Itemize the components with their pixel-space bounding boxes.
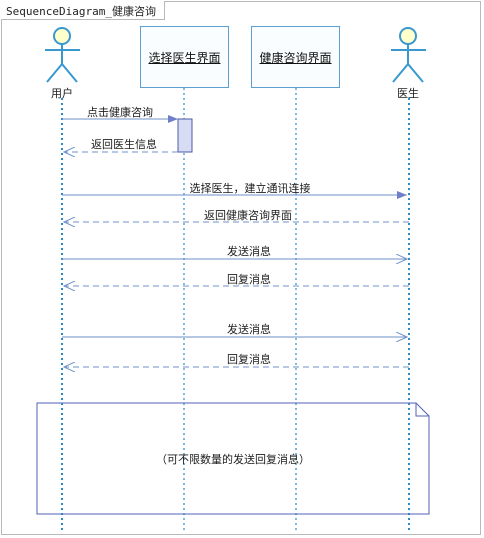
note-shape bbox=[36, 402, 430, 515]
message-label-2: 返回医生信息 bbox=[91, 138, 157, 151]
message-label-1: 点击健康咨询 bbox=[87, 106, 153, 119]
frame-title-tab: SequenceDiagram_健康咨询 bbox=[1, 1, 165, 20]
message-label-3: 选择医生，建立通讯连接 bbox=[189, 182, 311, 195]
participant-select-doctor-label: 选择医生界面 bbox=[148, 50, 221, 65]
message-label-8: 回复消息 bbox=[227, 353, 271, 366]
frame-title: SequenceDiagram_健康咨询 bbox=[6, 5, 156, 18]
participant-health-consult-label: 健康咨询界面 bbox=[259, 50, 332, 65]
participant-select-doctor: 选择医生界面 bbox=[140, 26, 229, 88]
note-text: （可不限数量的发送回复消息） bbox=[156, 453, 310, 466]
user-actor-label: 用户 bbox=[51, 87, 73, 100]
doctor-actor-icon bbox=[391, 27, 426, 83]
message-label-5: 发送消息 bbox=[227, 245, 271, 258]
message-label-4: 返回健康咨询界面 bbox=[204, 209, 292, 222]
activation-bar bbox=[177, 118, 193, 153]
doctor-actor-label: 医生 bbox=[397, 87, 419, 100]
participant-health-consult: 健康咨询界面 bbox=[251, 26, 340, 88]
message-label-7: 发送消息 bbox=[227, 323, 271, 336]
note-fold bbox=[415, 403, 429, 417]
message-label-6: 回复消息 bbox=[227, 273, 271, 286]
user-actor-icon bbox=[45, 27, 80, 83]
